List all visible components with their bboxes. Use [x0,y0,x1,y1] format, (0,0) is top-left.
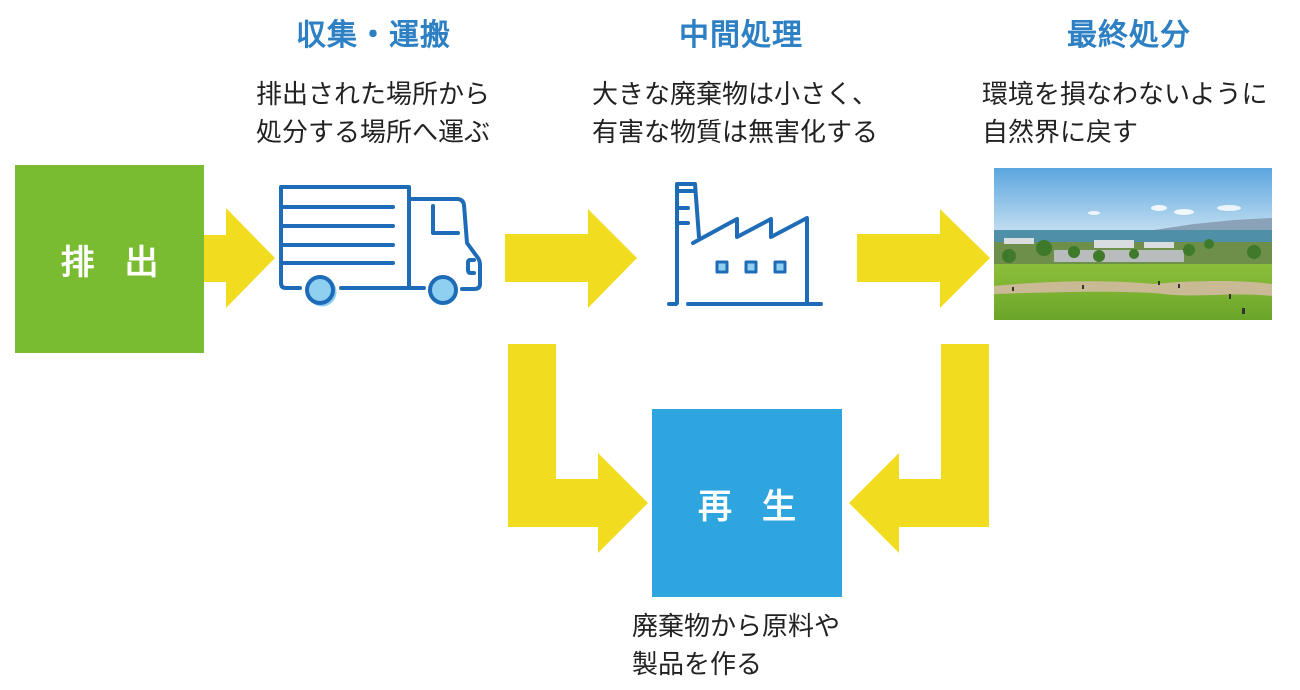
arrow-collection-to-recycle [508,344,648,553]
recycle-label: 再生 [698,486,826,527]
discharge-label: 排出 [60,242,189,283]
arrow-discharge-to-collection [204,208,275,308]
intermediate-desc-line-2: 有害な物質は無害化する [592,118,879,148]
arrow-collection-to-intermediate [505,209,637,308]
recycle-desc-line-1: 廃棄物から原料や [632,612,841,642]
collection-desc-line-2: 処分する場所へ運ぶ [256,118,491,148]
intermediate-title: 中間処理 [679,18,803,53]
factory-window-2 [744,260,758,274]
recycle-description: 廃棄物から原料や 製品を作る [632,608,840,684]
intermediate-desc-line-1: 大きな廃棄物は小さく、 [592,80,879,110]
factory-window-1 [715,260,729,274]
final-title: 最終処分 [1067,18,1191,53]
arrow-final-to-recycle [849,344,989,553]
photo-sky [994,168,1272,230]
truck-icon [279,185,482,307]
collection-description: 排出された場所から 処分する場所へ運ぶ [256,76,490,152]
intermediate-description: 大きな廃棄物は小さく、 有害な物質は無害化する [592,76,878,152]
final-desc-line-1: 環境を損なわないように [982,80,1268,110]
truck-wheel-right [428,275,458,305]
factory-icon [667,182,823,306]
collection-title: 収集・運搬 [296,18,451,53]
photo-path [994,281,1272,296]
recycle-box: 再生 [652,409,842,597]
arrow-intermediate-to-final [857,209,990,308]
landfill-park-photo [994,168,1272,320]
truck-wheel-left [305,275,335,305]
collection-desc-line-1: 排出された場所から [256,80,491,110]
photo-sea [994,230,1272,244]
recycle-desc-line-2: 製品を作る [632,650,763,680]
final-description: 環境を損なわないように 自然界に戻す [982,76,1267,152]
discharge-box: 排出 [15,165,204,353]
final-desc-line-2: 自然界に戻す [982,118,1139,148]
factory-window-3 [773,260,787,274]
arrows [204,208,990,553]
photo-mountains [1154,218,1272,230]
